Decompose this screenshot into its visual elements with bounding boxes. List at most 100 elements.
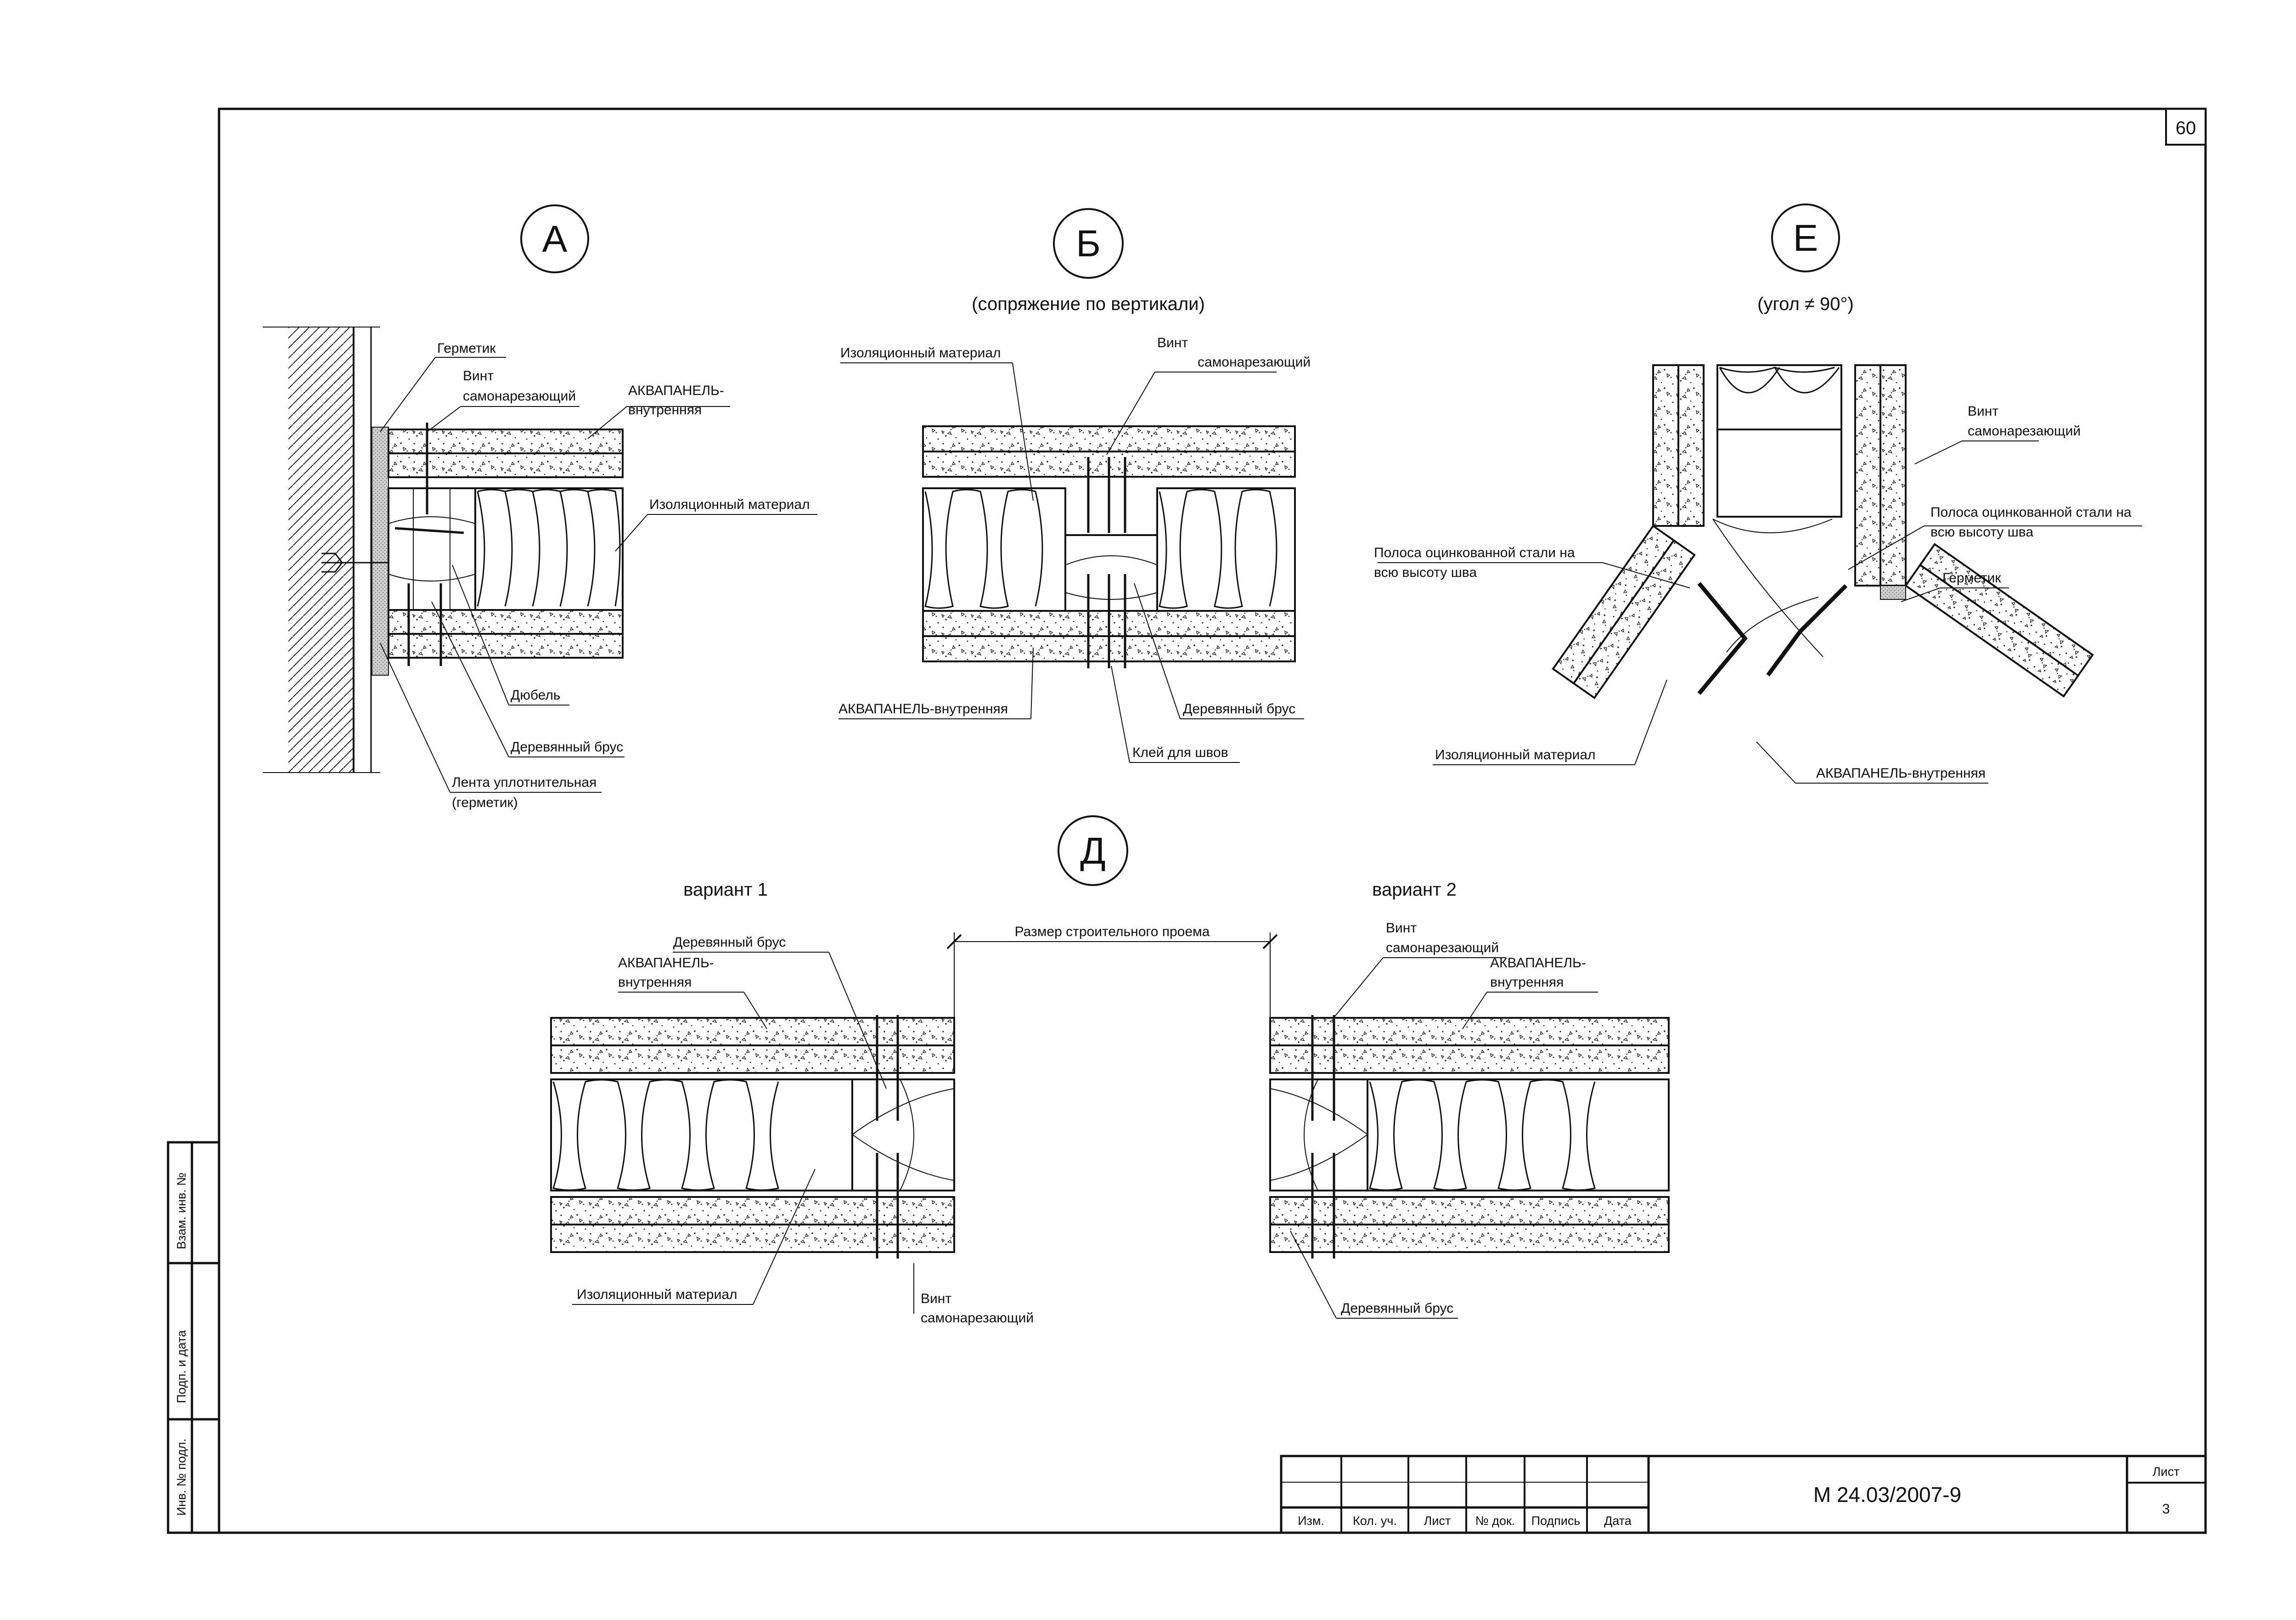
label-tape-1: Лента уплотнительная <box>452 775 597 790</box>
label-e-screw-1: Винт <box>1968 404 1998 419</box>
label-e-screw-2: самонарезающий <box>1968 423 2081 439</box>
insulation-block <box>474 487 624 611</box>
panel-bottom-inner <box>388 609 624 635</box>
label-v1-aquapanel-2: внутренняя <box>618 975 692 990</box>
panel-e-diag-left-inner <box>1572 539 1696 700</box>
label-screw-2: самонарезающий <box>463 389 576 404</box>
title-block <box>1280 1455 2207 1534</box>
label-v1-screw-2: самонарезающий <box>921 1310 1034 1326</box>
label-tape-2: (герметик) <box>452 795 518 810</box>
variant-1-drawing <box>550 1015 955 1259</box>
screws <box>394 423 464 666</box>
insulation-b-right <box>1156 487 1296 612</box>
label-b-aquapanel: АКВАПАНЕЛЬ-внутренняя <box>838 701 1008 717</box>
panel-bottom-outer <box>388 633 624 659</box>
label-e-strip-left-1: Полоса оцинкованной стали на <box>1374 545 1575 560</box>
panel-top-inner <box>388 452 624 478</box>
screws-b <box>1087 457 1126 668</box>
detail-a: А <box>263 204 817 810</box>
side-stamp-vzam-inv: Взам. инв. № <box>174 1173 188 1249</box>
detail-e-marker: Е <box>1793 217 1818 259</box>
variant-1-title: вариант 1 <box>683 880 768 900</box>
label-b-screw-2: самонарезающий <box>1198 355 1311 370</box>
detail-d-marker: Д <box>1080 830 1106 872</box>
detail-b-marker: Б <box>1076 223 1101 265</box>
label-b-batten: Деревянный брус <box>1183 701 1295 717</box>
label-v1-insulation: Изоляционный материал <box>577 1287 737 1302</box>
header-podpis: Подпись <box>1531 1514 1581 1528</box>
opening-dimension <box>946 932 1278 1020</box>
label-v1-aquapanel-1: АКВАПАНЕЛЬ- <box>618 955 714 971</box>
steel-strip-left <box>1697 582 1748 695</box>
label-e-strip-right-2: всю высоту шва <box>1930 525 2033 540</box>
header-izm: Изм. <box>1298 1514 1324 1528</box>
insulation-b-left <box>922 487 1066 612</box>
panel-e-right-outer <box>1880 364 1907 587</box>
detail-a-marker: А <box>542 218 568 260</box>
label-v2-screw-1: Винт <box>1386 920 1417 936</box>
label-v2-aquapanel-2: внутренняя <box>1490 975 1564 990</box>
detail-b-marker-circle <box>1053 208 1124 279</box>
wood-batten-e <box>1716 429 1842 518</box>
panel-e-diag-right-inner <box>1919 543 2094 677</box>
label-v2-aquapanel-1: АКВАПАНЕЛЬ- <box>1490 955 1586 971</box>
header-data: Дата <box>1604 1514 1632 1528</box>
detail-b-subtitle: (сопряжение по вертикали) <box>972 294 1205 314</box>
panel-b-top-outer <box>922 425 1296 452</box>
header-kol-uch: Кол. уч. <box>1353 1514 1397 1528</box>
wall-hatching <box>288 327 354 773</box>
sealant-strip <box>371 427 389 676</box>
label-b-insulation: Изоляционный материал <box>840 345 1001 361</box>
document-code: М 24.03/2007-9 <box>1813 1483 1961 1507</box>
variant-2-title: вариант 2 <box>1372 880 1457 900</box>
wood-batten-v1 <box>851 1078 955 1191</box>
wood-batten-v2 <box>1269 1078 1368 1191</box>
steel-strip-right <box>1766 584 1848 677</box>
detail-a-marker-circle <box>520 204 589 273</box>
detail-e: Е (угол ≠ 90°) Винт с <box>1374 203 2142 784</box>
dowel <box>321 553 388 573</box>
label-insulation: Изоляционный материал <box>649 497 810 512</box>
header-n-dok: № док. <box>1475 1514 1515 1528</box>
panel-e-right-inner <box>1854 364 1881 587</box>
detail-e-marker-circle <box>1771 203 1840 272</box>
detail-e-subtitle: (угол ≠ 90°) <box>1757 294 1854 314</box>
label-v1-screw-1: Винт <box>921 1291 951 1306</box>
label-aquapanel-2: внутренняя <box>628 402 702 418</box>
detail-d: Д вариант 1 вариант 2 Размер строительно… <box>550 815 1670 1326</box>
label-v2-batten: Деревянный брус <box>1341 1301 1453 1316</box>
label-e-strip-left-2: всю высоту шва <box>1374 565 1477 580</box>
label-b-glue: Клей для швов <box>1132 745 1228 760</box>
opening-dimension-label: Размер строительного проема <box>1015 924 1210 939</box>
label-e-insulation: Изоляционный материал <box>1435 747 1596 762</box>
wood-batten <box>388 487 476 611</box>
sheet-label: Лист <box>2153 1465 2180 1479</box>
side-stamp-inv-podl: Инв. № подл. <box>174 1439 188 1516</box>
label-b-screw-1: Винт <box>1157 335 1188 350</box>
variant-2-drawing <box>1269 1015 1670 1259</box>
label-e-strip-right-1: Полоса оцинкованной стали на <box>1930 505 2132 520</box>
side-stamp-podp-data: Подп. и дата <box>174 1330 188 1403</box>
label-batten: Деревянный брус <box>511 739 623 755</box>
panel-e-left-outer <box>1652 364 1679 527</box>
detail-d-marker-circle <box>1058 815 1128 886</box>
sealant-e <box>1880 585 1906 600</box>
sheet-number: 60 <box>2176 118 2196 138</box>
panel-top-outer <box>388 429 624 454</box>
label-dowel: Дюбель <box>511 688 561 703</box>
label-v2-screw-2: самонарезающий <box>1386 940 1499 955</box>
label-aquapanel-1: АКВАПАНЕЛЬ- <box>628 383 724 398</box>
detail-b: Б (сопряжение по вертикали) Изоляционный… <box>838 208 1311 763</box>
wood-batten-b <box>1064 534 1158 612</box>
header-list: Лист <box>1424 1514 1451 1528</box>
label-e-sealant: Герметик <box>1942 570 2001 586</box>
label-e-aquapanel: АКВАПАНЕЛЬ-внутренняя <box>1816 766 1986 781</box>
label-v1-batten: Деревянный брус <box>673 935 786 950</box>
sheet-frame <box>168 107 2207 1534</box>
sheet-number-box: 60 <box>2165 108 2206 146</box>
label-sealant-top: Герметик <box>437 341 496 356</box>
panel-e-left-inner <box>1677 364 1705 527</box>
label-screw-1: Винт <box>463 368 494 384</box>
sheet-value: 3 <box>2162 1501 2170 1517</box>
